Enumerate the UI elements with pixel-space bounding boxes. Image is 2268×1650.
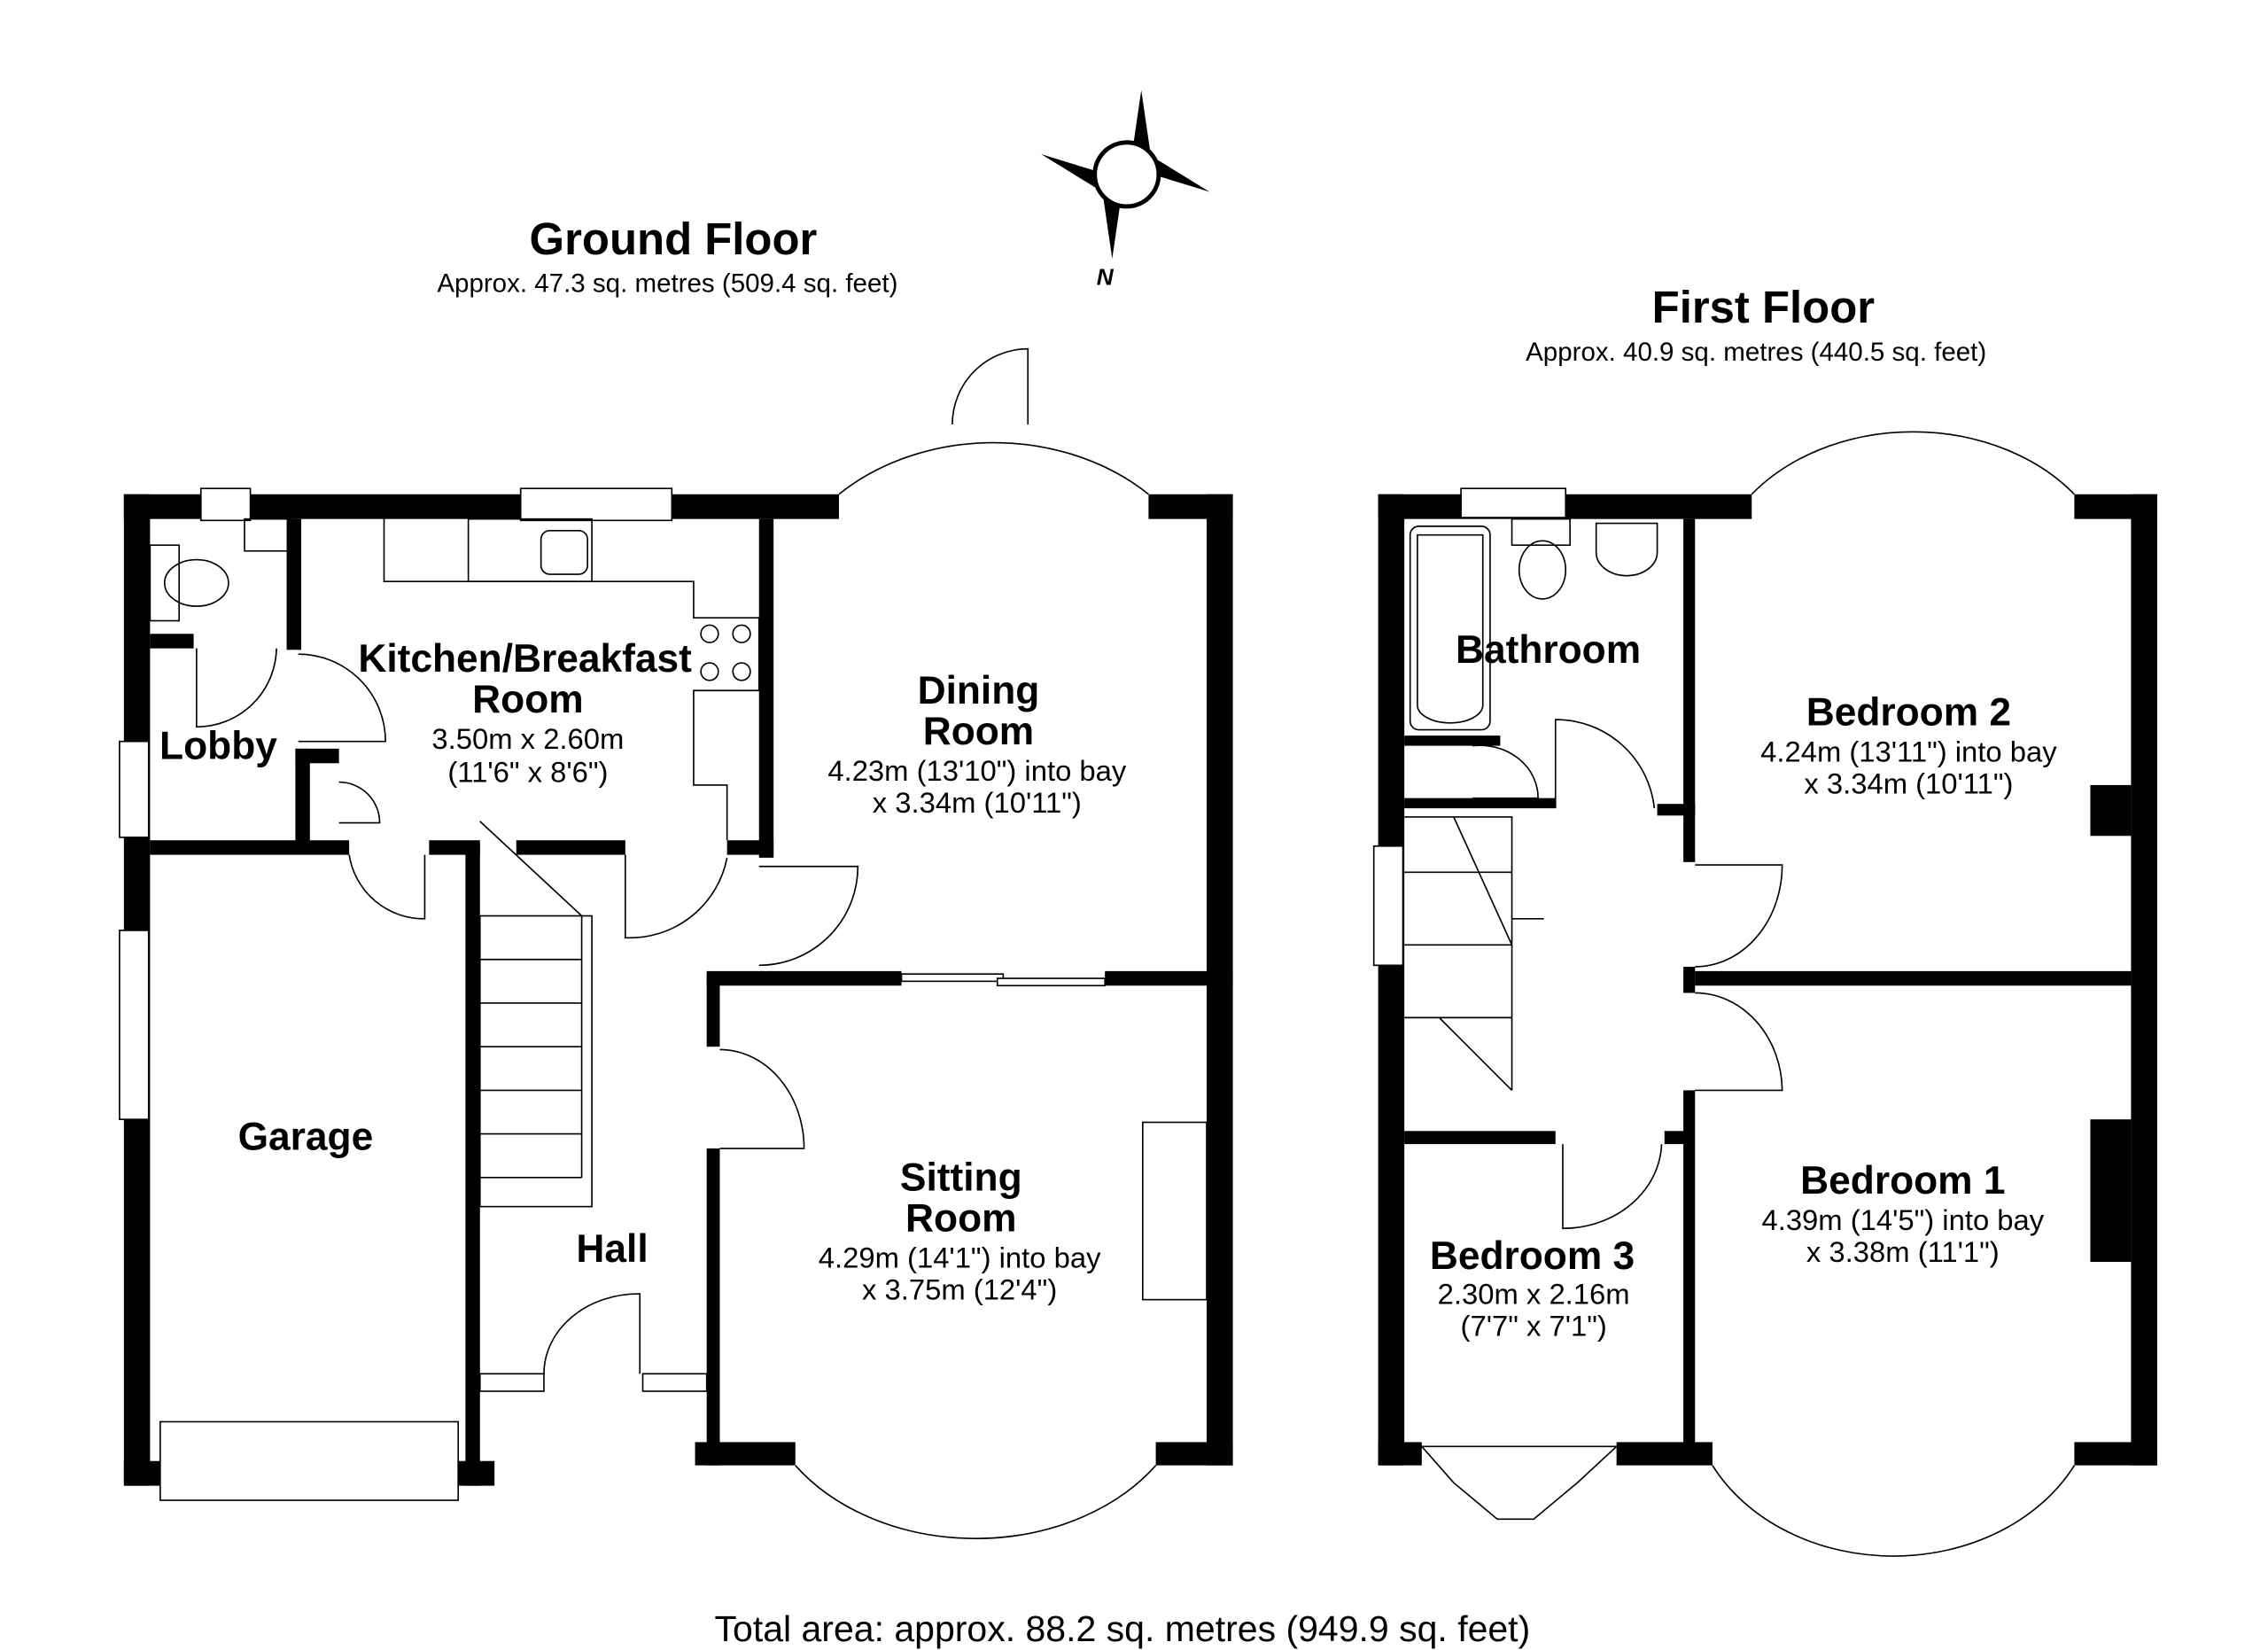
room-dimensions: x 3.34m (10'11"): [1804, 767, 2013, 800]
room-name: Bedroom 2: [1806, 691, 2011, 735]
ground-floor-area: Approx. 47.3 sq. metres (509.4 sq. feet): [437, 269, 897, 299]
room-lobby: Lobby: [159, 724, 277, 767]
ground-floor-plan: [119, 347, 1233, 1539]
room-bedroom-2: Bedroom 2 4.24m (13'11") into bay x 3.34…: [1760, 691, 2057, 800]
room-bedroom-1: Bedroom 1 4.39m (14'5") into bay x 3.38m…: [1761, 1159, 2044, 1268]
room-name: Sitting: [900, 1156, 1022, 1200]
room-kitchen-breakfast: Kitchen/Breakfast Room 3.50m x 2.60m (11…: [358, 637, 692, 789]
room-dimensions: x 3.75m (12'4"): [862, 1273, 1057, 1306]
total-area: Total area: approx. 88.2 sq. metres (949…: [715, 1608, 1531, 1649]
room-dimensions: x 3.38m (11'1"): [1806, 1235, 2000, 1268]
room-name: Dining: [918, 669, 1040, 712]
compass-icon: N: [1041, 90, 1210, 291]
room-dimensions: 4.24m (13'11") into bay: [1760, 735, 2057, 768]
room-dimensions: x 3.34m (10'11"): [873, 786, 1082, 819]
room-dimensions: 2.30m x 2.16m: [1438, 1278, 1630, 1311]
room-dimensions: 4.29m (14'1") into bay: [819, 1241, 1101, 1274]
room-hall: Hall: [576, 1227, 648, 1271]
room-dimensions: 4.39m (14'5") into bay: [1761, 1203, 2044, 1236]
room-name: Bedroom 1: [1800, 1159, 2005, 1202]
room-name: Bedroom 3: [1430, 1234, 1635, 1278]
room-name: Room: [923, 710, 1034, 753]
room-dimensions: 4.23m (13'10") into bay: [827, 754, 1127, 787]
room-name: Room: [905, 1197, 1016, 1241]
first-floor-title: First Floor: [1652, 282, 1876, 332]
room-dimensions: 3.50m x 2.60m: [431, 722, 624, 755]
room-garage: Garage: [238, 1116, 374, 1159]
first-floor-plan: [1372, 431, 2157, 1557]
room-dimensions: (7'7" x 7'1"): [1461, 1310, 1607, 1343]
room-name: Kitchen/Breakfast: [358, 637, 692, 681]
ground-floor-title: Ground Floor: [530, 214, 818, 264]
room-dimensions: (11'6" x 8'6"): [447, 756, 608, 789]
room-name: Room: [472, 678, 583, 721]
first-floor-area: Approx. 40.9 sq. metres (440.5 sq. feet): [1526, 338, 1986, 367]
room-sitting: Sitting Room 4.29m (14'1") into bay x 3.…: [819, 1156, 1101, 1306]
room-bathroom: Bathroom: [1456, 628, 1641, 672]
compass-north-label: N: [1097, 264, 1115, 291]
room-bedroom-3: Bedroom 3 2.30m x 2.16m (7'7" x 7'1"): [1430, 1234, 1635, 1342]
room-dining: Dining Room 4.23m (13'10") into bay x 3.…: [827, 669, 1127, 819]
